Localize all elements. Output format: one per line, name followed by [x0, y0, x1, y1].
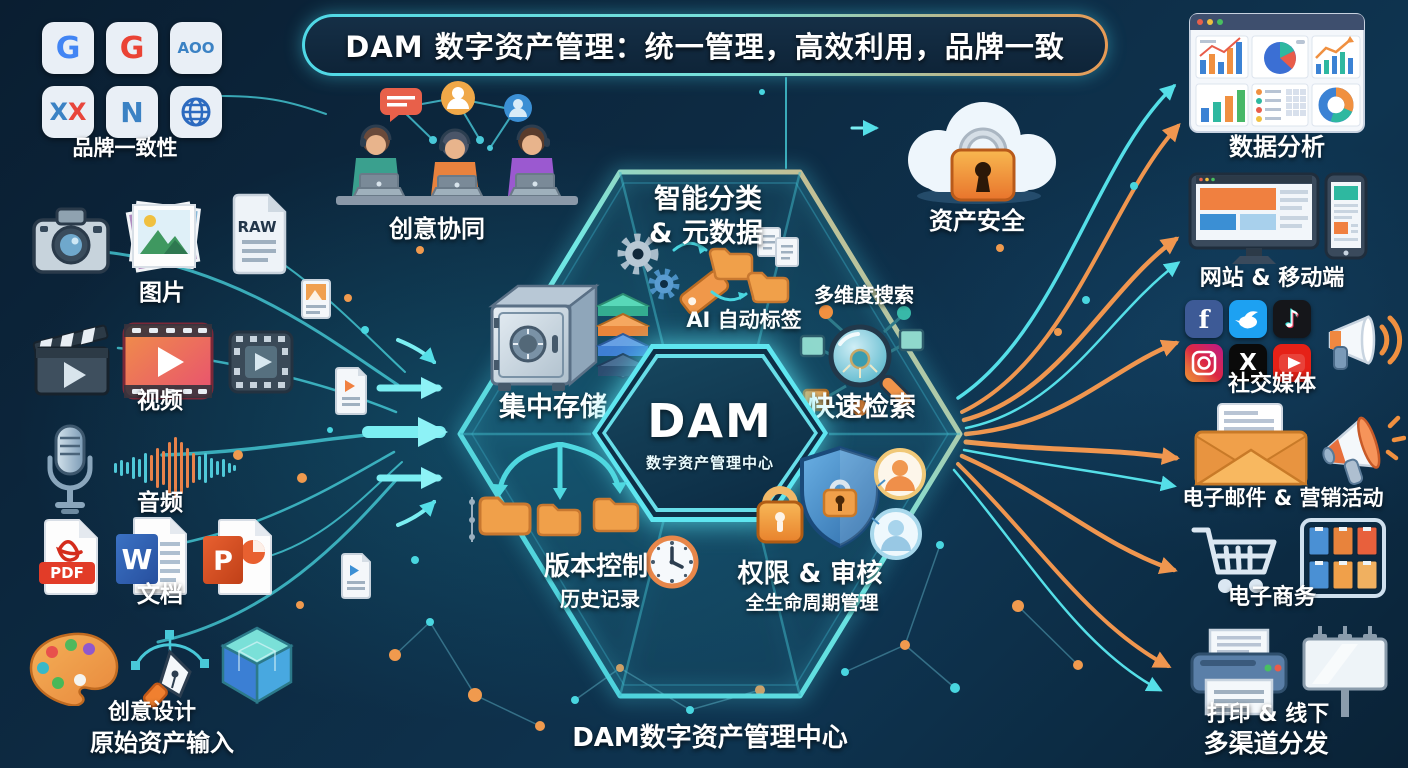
megaphone-icon	[1322, 305, 1404, 379]
search-magnifier-icon	[796, 302, 931, 417]
multi-search-label: 多维度搜索	[814, 283, 914, 307]
camera-icon	[30, 203, 112, 277]
xx-brand-icon: X X	[42, 86, 94, 138]
history-clock-icon	[644, 534, 700, 590]
avatar-node-icon	[504, 94, 532, 122]
raw-input-label: 原始资产输入	[90, 729, 234, 757]
version-label: 版本控制	[543, 552, 649, 582]
classification-title-line2: & 元数据	[649, 218, 763, 249]
envelope-icon	[1190, 402, 1312, 486]
product-grid-icon	[1300, 518, 1386, 598]
tiktok-icon: ♪	[1273, 300, 1311, 338]
svg-text:PDF: PDF	[50, 564, 84, 582]
classification-cluster-icon	[612, 226, 800, 318]
social-label: 社交媒体	[1227, 372, 1317, 397]
google-icon: G	[42, 22, 94, 74]
web-mobile-label: 网站 & 移动端	[1199, 266, 1345, 291]
waveform-icon	[112, 430, 238, 506]
distribution-label: 多渠道分发	[1203, 729, 1329, 758]
globe-icon	[170, 86, 222, 138]
svg-text:RAW: RAW	[237, 218, 276, 236]
x-icon: X	[1229, 344, 1267, 382]
raw-file-icon: RAW	[228, 192, 290, 276]
permission-cluster-icon	[752, 444, 927, 562]
clapperboard-icon	[30, 318, 114, 400]
facebook-icon: f	[1185, 300, 1223, 338]
history-label: 历史记录	[560, 587, 640, 611]
microphone-icon	[38, 422, 102, 520]
film-frame-icon	[228, 330, 294, 394]
instagram-icon	[1185, 344, 1223, 382]
analytics-dashboard-icon	[1188, 12, 1366, 134]
collaboration-illustration	[330, 78, 585, 216]
printer-icon	[1188, 628, 1290, 716]
powerpoint-icon: P	[203, 518, 273, 598]
photos-icon	[120, 196, 208, 282]
web-mobile-icon	[1188, 172, 1368, 270]
cloud-lock-icon	[888, 88, 1070, 208]
video-player-icon	[122, 322, 214, 400]
version-tree-icon	[468, 442, 648, 562]
chat-bubble-icon	[380, 88, 422, 122]
social-icons-grid: f ♪ X	[1185, 300, 1311, 382]
permission-label: 权限 & 审核	[737, 559, 883, 589]
collaboration-label: 创意协同	[389, 215, 485, 243]
n-brand-icon: N	[106, 86, 158, 138]
safe-vault-icon	[478, 280, 600, 394]
google-icon: G	[106, 22, 158, 74]
print-offline-label: 打印 & 线下	[1206, 702, 1330, 727]
aoo-brand-icon: AOO	[170, 22, 222, 74]
design-label: 创意设计	[107, 700, 197, 725]
shopping-cart-icon	[1188, 522, 1286, 600]
title-banner: DAM 数字资产管理：统一管理，高效利用，品牌一致	[302, 14, 1108, 76]
pdf-icon: PDF	[35, 518, 103, 598]
avatar-node-icon	[441, 81, 475, 115]
ai-tag-label: AI 自动标签	[686, 308, 802, 332]
banner-title: DAM 数字资产管理：统一管理，高效利用，品牌一致	[345, 30, 1065, 64]
video-label: 视频	[137, 388, 183, 414]
security-label: 资产安全	[929, 207, 1025, 235]
doc-chip-icon	[338, 552, 374, 600]
email-marketing-label: 电子邮件 & 营销活动	[1182, 486, 1384, 510]
dam-center-hexagon: DAM 数字资产管理中心	[592, 344, 828, 522]
docs-label: 文档	[137, 582, 183, 608]
lifecycle-label: 全生命周期管理	[745, 592, 879, 614]
image-chip-icon	[300, 278, 332, 320]
svg-text:P: P	[213, 546, 233, 577]
dam-title: DAM	[647, 393, 773, 448]
classification-title-line1: 智能分类	[654, 184, 762, 215]
storage-label: 集中存储	[499, 392, 607, 423]
youtube-icon	[1273, 344, 1311, 382]
brand-consistency-grid: G G AOO X X N	[42, 22, 222, 138]
billboard-icon	[1300, 624, 1390, 720]
brand-consistency-label: 品牌一致性	[72, 136, 178, 160]
audio-label: 音频	[137, 490, 183, 516]
analytics-label: 数据分析	[1229, 133, 1325, 161]
marketing-megaphone-icon	[1318, 404, 1406, 492]
images-label: 图片	[139, 280, 185, 306]
twitter-icon	[1229, 300, 1267, 338]
quick-search-label: 快速检索	[808, 392, 916, 423]
video-doc-chip-icon	[332, 366, 370, 416]
word-icon: W	[116, 516, 190, 598]
footer-title: DAM数字资产管理中心	[572, 723, 848, 753]
cube-3d-icon	[218, 624, 296, 706]
svg-text:W: W	[122, 543, 153, 576]
dam-subtitle: 数字资产管理中心	[645, 453, 774, 472]
palette-icon	[28, 630, 120, 706]
ecommerce-label: 电子商务	[1227, 585, 1317, 610]
pen-tool-icon	[128, 626, 212, 710]
